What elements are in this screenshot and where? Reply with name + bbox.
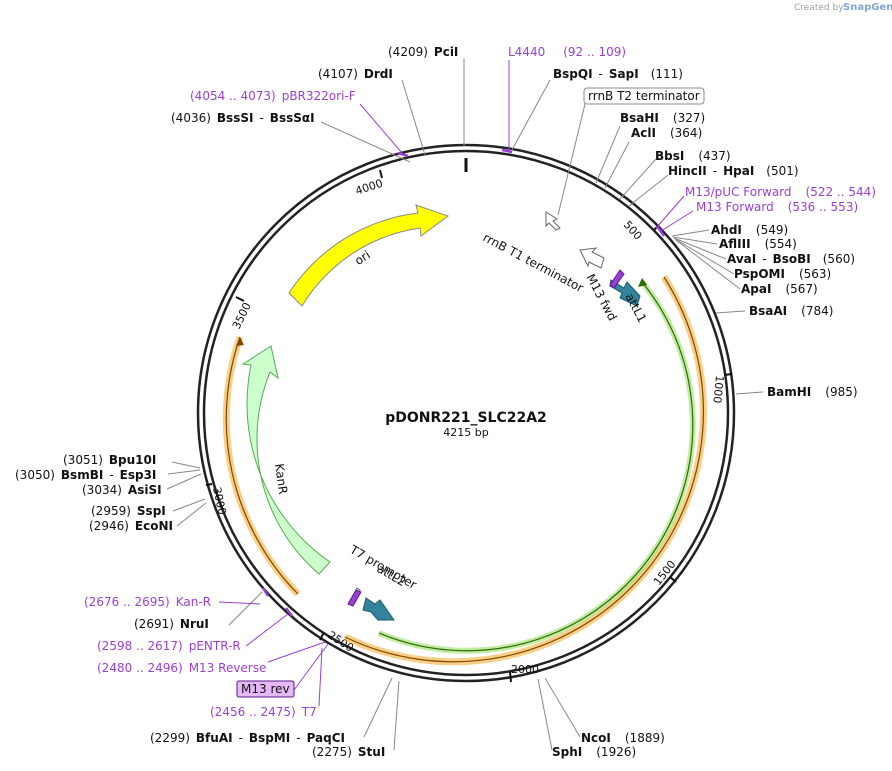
site-acli[interactable]: AclI(364) <box>631 126 702 140</box>
plasmid-length: 4215 bp <box>443 426 488 439</box>
svg-text:1000: 1000 <box>710 375 726 404</box>
site-bbsi[interactable]: BbsI(437) <box>655 149 731 163</box>
kan-orange-line <box>225 336 299 595</box>
site-bsaai[interactable]: BsaAI(784) <box>749 304 833 318</box>
site-sphi[interactable]: SphI(1926) <box>552 745 636 759</box>
watermark-brand: SnapGene <box>843 2 892 13</box>
rrnb-t1-feature[interactable]: rrnB T1 terminator <box>481 230 605 295</box>
site-bsmbi-esp3i[interactable]: (3050)BsmBI-Esp3I <box>15 468 156 482</box>
site-apai[interactable]: ApaI(567) <box>741 282 818 296</box>
primer-t7[interactable]: (2456 .. 2475)T7 <box>210 705 317 719</box>
svg-text:4000: 4000 <box>354 177 385 198</box>
site-bamhi[interactable]: BamHI(985) <box>767 385 858 399</box>
site-ahdi[interactable]: AhdI(549) <box>711 223 788 237</box>
backbone-inner <box>202 149 730 677</box>
primer-pbr322ori-f[interactable]: (4054 .. 4073)pBR322ori-F <box>190 89 356 103</box>
site-avai-bsobi[interactable]: AvaI-BsoBI(560) <box>727 252 855 266</box>
backbone-outer <box>196 143 736 683</box>
insert-orange-arc <box>343 275 707 666</box>
primer-kan-r[interactable]: (2676 .. 2695)Kan-R <box>84 595 211 609</box>
site-sspi[interactable]: (2959)SspI <box>91 504 166 518</box>
site-nrui[interactable]: (2691)NruI <box>134 617 209 631</box>
kanr-label: KanR <box>272 463 290 496</box>
m13-fwd-feature[interactable]: M13 fwd <box>583 269 625 323</box>
insert-green-arrowhead <box>638 278 647 287</box>
site-afliii[interactable]: AflIII(554) <box>719 237 797 251</box>
primer-m13-reverse[interactable]: (2480 .. 2496)M13 Reverse <box>97 661 266 675</box>
site-pspomi[interactable]: PspOMI(563) <box>734 267 831 281</box>
ori-feature[interactable]: ori <box>288 204 450 307</box>
m13-rev-primer-mark <box>347 589 362 607</box>
tick-2000: 2000 <box>509 663 539 683</box>
m13-rev-feature-box[interactable]: M13 rev <box>236 680 295 698</box>
tick-1000: 1000 <box>710 373 733 404</box>
svg-text:3000: 3000 <box>210 486 229 516</box>
site-asisi[interactable]: (3034)AsiSI <box>82 483 162 497</box>
primer-marks <box>261 148 666 617</box>
m13-rev-label: M13 rev <box>241 682 290 696</box>
site-bspqi-sapi[interactable]: BspQI-SapI(111) <box>553 67 683 81</box>
primer-m13-forward[interactable]: M13 Forward(536 .. 553) <box>696 200 858 214</box>
site-bsssi[interactable]: (4036)BssSI-BssSαI <box>171 111 315 125</box>
kanr-feature[interactable]: KanR <box>241 345 331 575</box>
primer-pentr-r[interactable]: (2598 .. 2617)pENTR-R <box>97 639 241 653</box>
leader-lines <box>166 58 764 751</box>
insert-green-arc <box>377 280 696 654</box>
svg-text:500: 500 <box>621 218 645 242</box>
primer-leader-lines <box>218 60 694 707</box>
site-hincii-hpai[interactable]: HincII-HpaI(501) <box>668 164 799 178</box>
rrnb-t2-feature[interactable]: rrnB T2 terminator <box>545 87 705 231</box>
watermark-created-by: Created by <box>794 3 844 13</box>
rrnb-t1-label: rrnB T1 terminator <box>481 230 586 295</box>
insert-orange-line <box>344 276 705 663</box>
site-pcii[interactable]: (4209)PciI <box>388 45 458 59</box>
site-ncoi[interactable]: NcoI(1889) <box>581 731 665 745</box>
svg-text:3500: 3500 <box>230 301 254 332</box>
plasmid-name: pDONR221_SLC22A2 <box>385 410 547 426</box>
insert-green-line <box>378 281 694 652</box>
site-bpu10i[interactable]: (3051)Bpu10I <box>63 453 156 467</box>
attl1-label: attL1 <box>622 291 649 325</box>
site-bfuai-bspmi-paqci[interactable]: (2299)BfuAI-BspMI-PaqCI <box>150 731 345 745</box>
tick-3500: 3500 <box>230 296 254 332</box>
primer-m13-puc-forward[interactable]: M13/pUC Forward(522 .. 544) <box>685 185 876 199</box>
site-bsahi[interactable]: BsaHI(327) <box>620 111 705 125</box>
site-econi[interactable]: (2946)EcoNI <box>89 519 173 533</box>
rrnb-t2-label: rrnB T2 terminator <box>588 89 700 103</box>
site-drdi[interactable]: (4107)DrdI <box>318 67 393 81</box>
tick-3000: 3000 <box>205 483 229 516</box>
kan-orange-arrowhead <box>236 337 244 346</box>
primer-l4440[interactable]: L4440(92 .. 109) <box>508 45 626 59</box>
site-stui[interactable]: (2275)StuI <box>312 745 385 759</box>
svg-text:2000: 2000 <box>511 663 539 676</box>
